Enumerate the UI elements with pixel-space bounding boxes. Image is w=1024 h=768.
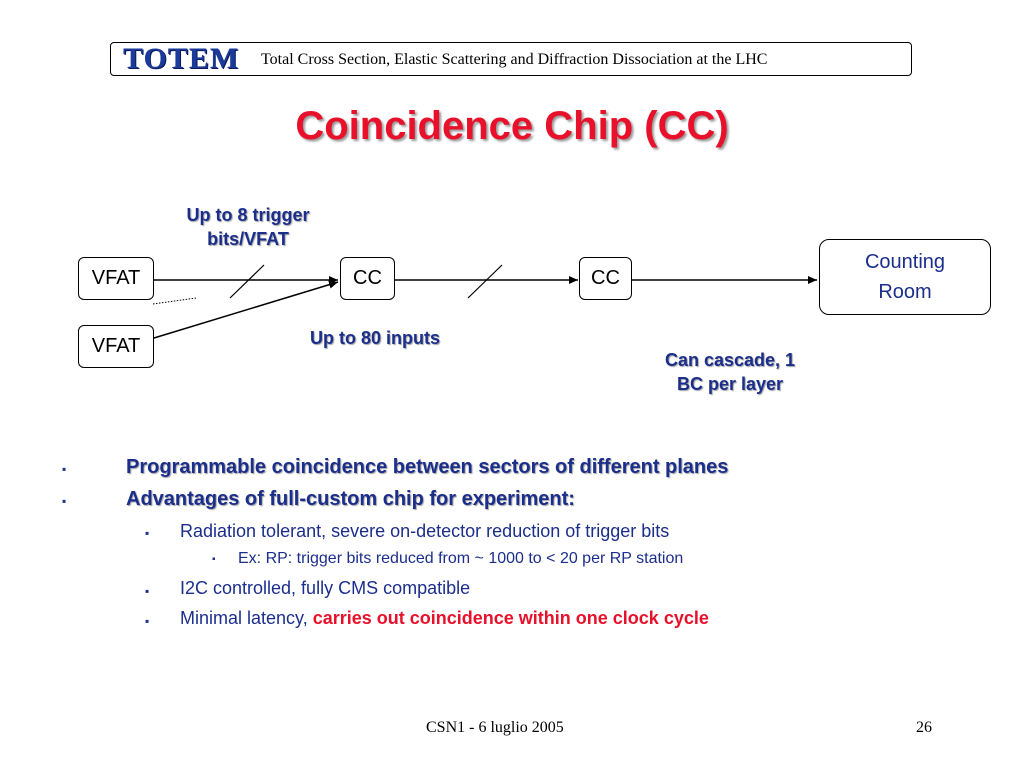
vfat-node-bottom: VFAT <box>78 325 154 368</box>
cc-node-first: CC <box>340 257 395 300</box>
cascade-label: Can cascade, 1 BC per layer <box>625 348 835 396</box>
vfat-node-top: VFAT <box>78 257 154 300</box>
counting-room-node: Counting Room <box>819 239 991 315</box>
footer-date: CSN1 - 6 luglio 2005 <box>426 719 564 736</box>
bus-slash-1 <box>229 264 265 299</box>
cascade-line1: Can cascade, 1 <box>664 350 796 370</box>
page-number: 26 <box>916 719 932 736</box>
inputs-label: Up to 80 inputs <box>310 328 440 348</box>
dotted-continuation <box>152 297 197 305</box>
sub-sub-bullet-rp-example: Ex: RP: trigger bits reduced from ~ 1000… <box>238 550 684 567</box>
counting-room-line2: Room <box>878 281 932 303</box>
sub-bullet-marker: ▪ <box>145 614 150 628</box>
totem-logo: TOTEM <box>123 42 240 75</box>
latency-prefix: Minimal latency, <box>180 608 313 628</box>
counting-room-line1: Counting <box>864 251 946 273</box>
bullet-programmable: Programmable coincidence between sectors… <box>126 456 729 478</box>
bullet-marker: ▪ <box>62 494 67 508</box>
cc-node-second: CC <box>579 257 632 300</box>
trigger-bits-line2: bits/VFAT <box>207 229 289 249</box>
sub-bullet-radiation: Radiation tolerant, severe on-detector r… <box>180 521 670 541</box>
sub-bullet-marker: ▪ <box>145 526 150 540</box>
cascade-line2: BC per layer <box>676 374 784 394</box>
arrow-vfat-bottom-to-cc <box>153 280 339 339</box>
bullet-marker: ▪ <box>62 462 67 476</box>
header-banner: TOTEM Total Cross Section, Elastic Scatt… <box>110 42 912 76</box>
sub-sub-bullet-marker: ▪ <box>212 554 216 565</box>
trigger-bits-label: Up to 8 trigger bits/VFAT <box>148 203 348 251</box>
sub-bullet-latency: Minimal latency, carries out coincidence… <box>180 608 709 629</box>
sub-bullet-marker: ▪ <box>145 584 150 598</box>
bus-slash-2 <box>467 264 503 299</box>
latency-highlight: carries out coincidence within one clock… <box>312 608 709 628</box>
header-subtitle: Total Cross Section, Elastic Scattering … <box>261 51 768 68</box>
sub-bullet-i2c: I2C controlled, fully CMS compatible <box>180 578 471 598</box>
bullet-advantages: Advantages of full-custom chip for exper… <box>126 488 575 510</box>
trigger-bits-line1: Up to 8 trigger <box>186 205 310 225</box>
slide-title: Coincidence Chip (CC) <box>295 104 729 148</box>
